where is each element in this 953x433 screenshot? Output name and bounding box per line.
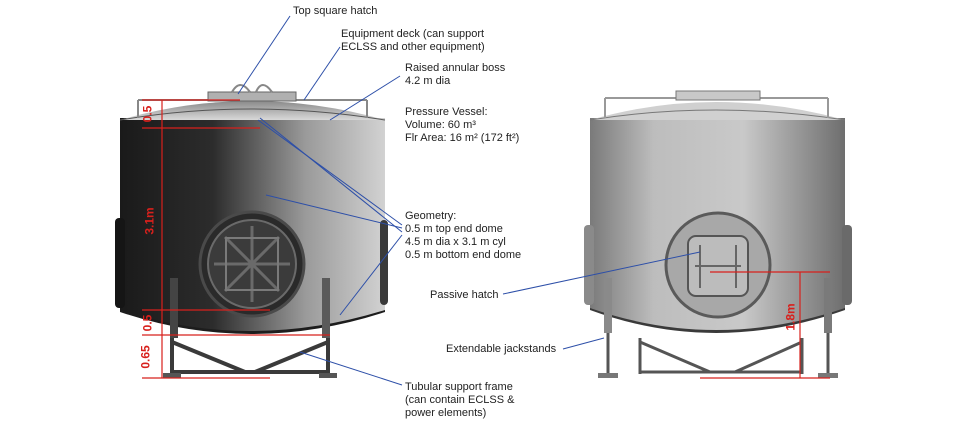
dim-hatch-height: 1.8m xyxy=(783,303,798,331)
left-top-dome xyxy=(120,101,385,120)
support-frame-callout: Tubular support frame (can contain ECLSS… xyxy=(405,381,515,419)
right-side-port xyxy=(584,225,594,305)
right-bottom-dome xyxy=(590,300,845,333)
geometry-callout: Geometry: 0.5 m top end dome 4.5 m dia x… xyxy=(405,210,522,261)
dimension-lines xyxy=(142,99,830,379)
right-leg-2 xyxy=(824,278,832,333)
right-foot-1 xyxy=(598,373,618,378)
leader-lines xyxy=(237,15,701,386)
right-support-frame xyxy=(606,330,830,376)
right-leg xyxy=(604,278,612,333)
left-tank xyxy=(115,84,388,378)
right-top-hatch xyxy=(675,90,761,101)
dim-frame: 0.65 xyxy=(138,345,153,369)
equipment-deck-callout: Equipment deck (can support ECLSS and ot… xyxy=(341,28,485,53)
jackstands-callout: Extendable jackstands xyxy=(446,343,557,355)
right-top-dome xyxy=(590,102,845,120)
dim-cylinder: 3.1m xyxy=(142,207,157,235)
left-top-hatch xyxy=(207,91,297,102)
annular-boss-callout: Raised annular boss 4.2 m dia xyxy=(405,62,506,87)
pressure-vessel-callout: Pressure Vessel: Volume: 60 m³ Flr Area:… xyxy=(405,106,520,144)
dim-top-dome: 0.5 xyxy=(140,105,155,123)
left-foot-1 xyxy=(163,373,181,378)
passive-hatch-callout: Passive hatch xyxy=(430,289,499,301)
left-leg-2 xyxy=(170,278,178,338)
left-side-port-2 xyxy=(380,220,388,305)
right-tank xyxy=(584,90,852,378)
right-foot-2 xyxy=(818,373,838,378)
left-support-frame xyxy=(170,338,330,376)
left-foot-2 xyxy=(319,373,337,378)
left-side-port xyxy=(115,218,125,308)
top-hatch-callout: Top square hatch xyxy=(293,5,378,17)
right-side-port-2 xyxy=(842,225,852,305)
left-leg xyxy=(322,278,330,338)
dim-bottom-dome: 0.5 xyxy=(140,314,155,332)
